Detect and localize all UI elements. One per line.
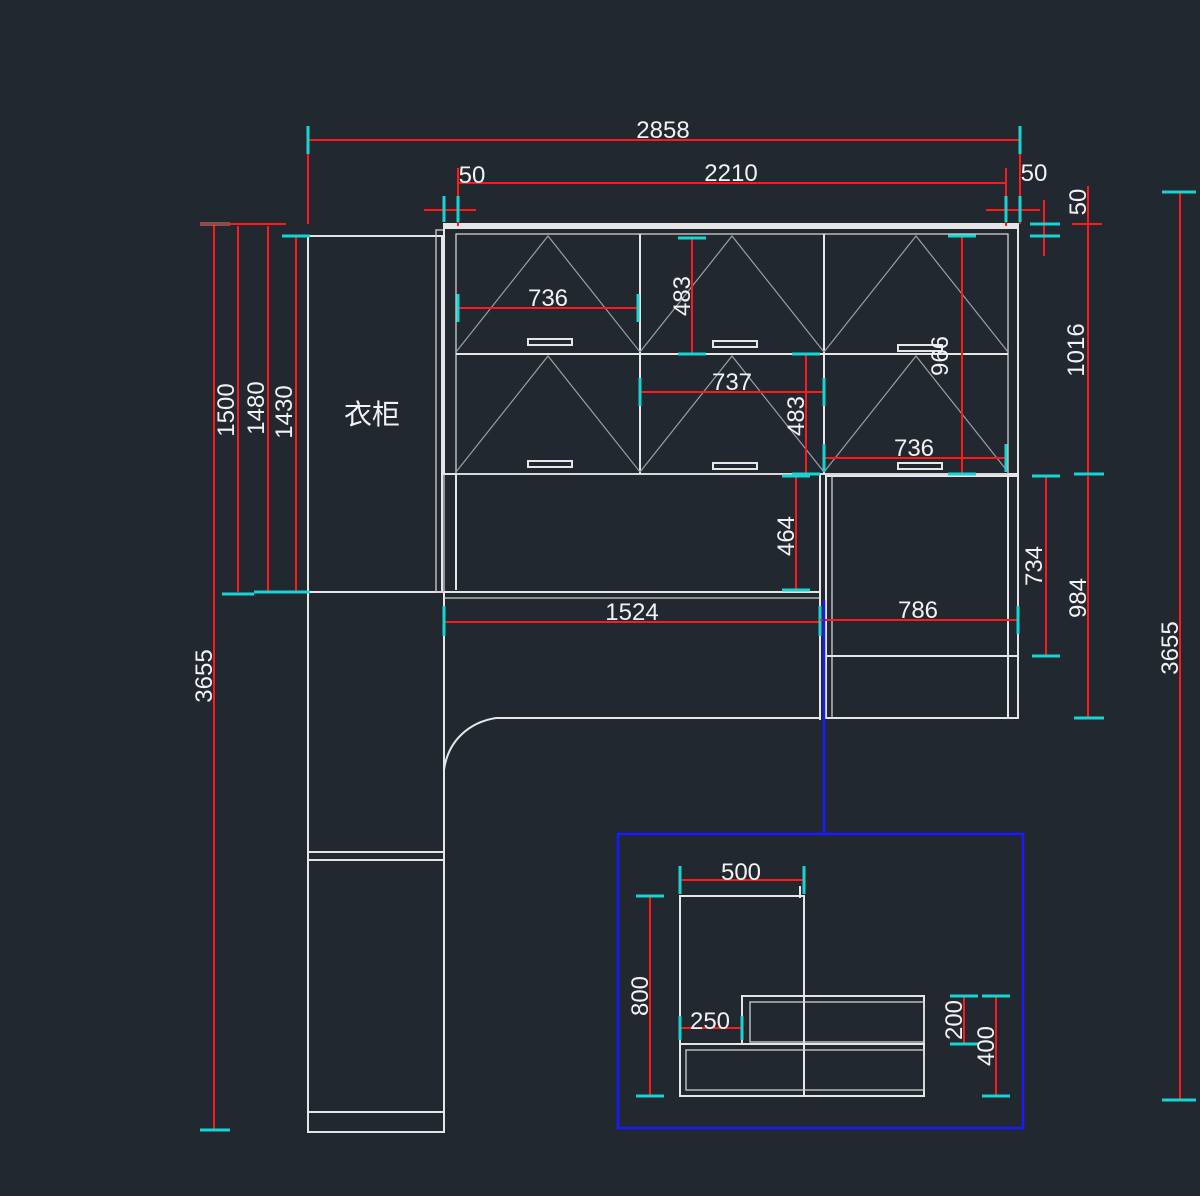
detail-dim-height: 800 bbox=[627, 976, 654, 1016]
dim-wardrobe-h1: 1500 bbox=[213, 383, 240, 436]
dim-left-total: 3655 bbox=[191, 649, 218, 702]
dim-upper-cabinet-total: 1016 bbox=[1063, 323, 1090, 376]
dimension-labels: 2858 2210 50 50 50 736 483 737 483 736 9… bbox=[191, 117, 1184, 1066]
dimension-lines bbox=[200, 126, 1196, 1132]
wardrobe-upper-panel bbox=[307, 235, 443, 593]
dim-lower-height: 984 bbox=[1065, 578, 1092, 618]
dim-wardrobe-h2: 1480 bbox=[243, 381, 270, 434]
dim-door-height-bottom: 483 bbox=[783, 396, 810, 436]
dim-desk-width: 1524 bbox=[605, 599, 658, 626]
dim-left-offset: 50 bbox=[459, 162, 486, 189]
dim-door-width-left: 736 bbox=[528, 285, 568, 312]
door-diagonals bbox=[455, 235, 1009, 473]
dim-door-height-top: 483 bbox=[669, 276, 696, 316]
dim-drawer-width: 786 bbox=[898, 597, 938, 624]
door-handles bbox=[527, 338, 943, 470]
desk-curved-edge bbox=[443, 717, 820, 771]
detail-dim-400: 400 bbox=[973, 1026, 1000, 1066]
detail-geometry bbox=[679, 886, 925, 1097]
wardrobe-base bbox=[307, 1111, 445, 1133]
upper-top-board bbox=[443, 223, 1019, 227]
dim-upper-height: 966 bbox=[927, 336, 954, 376]
cabinet-geometry bbox=[307, 223, 1019, 1133]
dim-door-width-right: 736 bbox=[894, 435, 934, 462]
dim-desk-clearance: 464 bbox=[773, 516, 800, 556]
wardrobe-shelf bbox=[307, 851, 445, 861]
drawer-unit bbox=[825, 475, 1019, 719]
dim-overall-width: 2858 bbox=[636, 117, 689, 144]
dim-wardrobe-h3: 1430 bbox=[271, 385, 298, 438]
dim-right-offset: 50 bbox=[1021, 160, 1048, 187]
detail-frame bbox=[616, 832, 1025, 1130]
dim-drawer-height: 734 bbox=[1021, 546, 1048, 586]
dim-top-offset: 50 bbox=[1065, 189, 1092, 216]
detail-dim-200: 200 bbox=[941, 1000, 968, 1040]
dim-door-width-middle: 737 bbox=[712, 369, 752, 396]
dim-right-total: 3655 bbox=[1157, 621, 1184, 674]
detail-dim-step: 250 bbox=[690, 1008, 730, 1035]
detail-dim-width: 500 bbox=[721, 859, 761, 886]
wardrobe-label: 衣柜 bbox=[344, 398, 400, 431]
detail-dimensions bbox=[636, 866, 1010, 1098]
dim-inner-width: 2210 bbox=[704, 160, 757, 187]
